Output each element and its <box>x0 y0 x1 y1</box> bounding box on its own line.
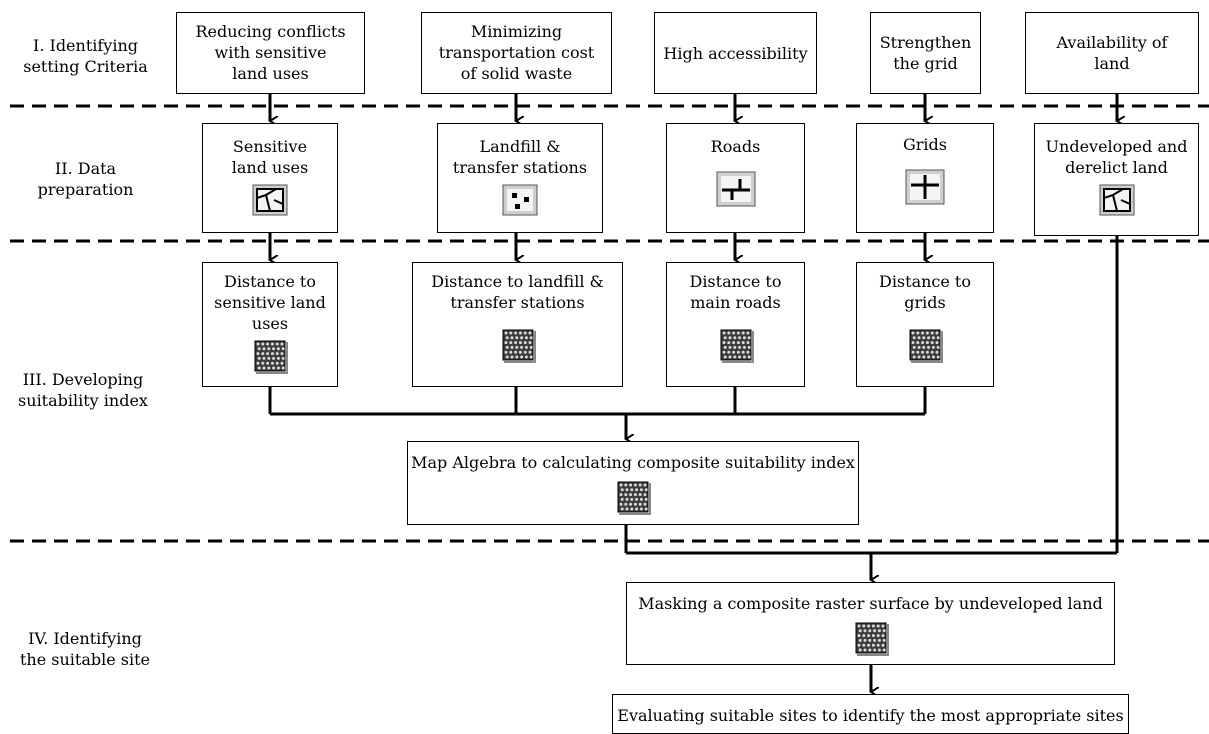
polygon-layer-icon <box>1099 184 1134 216</box>
criteria-label: Strengthen the grid <box>879 33 972 73</box>
stage-label-1: I. Identifying setting Criteria <box>23 36 148 76</box>
distance-box-sensitive: Distance to sensitive land uses <box>202 262 338 387</box>
masking-box: Masking a composite raster surface by un… <box>626 582 1115 665</box>
data-box-grids: Grids <box>856 123 994 233</box>
raster-icon <box>502 329 536 363</box>
distance-box-roads: Distance to main roads <box>666 262 805 387</box>
stage-label-4: IV. Identifying the suitable site <box>19 629 151 669</box>
criteria-box-transport: Minimizing transportation cost of solid … <box>421 12 612 94</box>
criteria-label: Minimizing transportation cost of solid … <box>438 22 595 83</box>
map-algebra-box: Map Algebra to calculating composite sui… <box>407 441 859 525</box>
distance-box-landfill: Distance to landfill & transfer stations <box>412 262 623 387</box>
map-algebra-label: Map Algebra to calculating composite sui… <box>411 453 855 472</box>
data-box-undeveloped: Undeveloped and derelict land <box>1034 123 1199 236</box>
stage-label-3: III. Developing suitability index <box>18 370 148 410</box>
data-label: Roads <box>710 137 761 156</box>
distance-label: Distance to grids <box>878 272 971 312</box>
criteria-label: Availability of land <box>1056 33 1168 73</box>
criteria-box-conflicts: Reducing conflicts with sensitive land u… <box>176 12 365 94</box>
data-label: Undeveloped and derelict land <box>1045 137 1188 177</box>
distance-label: Distance to sensitive land uses <box>214 272 326 333</box>
criteria-box-grid: Strengthen the grid <box>870 12 981 94</box>
stage-label-2: II. Data preparation <box>37 159 134 199</box>
line-layer-icon <box>716 171 755 207</box>
data-label: Landfill & transfer stations <box>452 137 588 177</box>
distance-label: Distance to main roads <box>689 272 782 312</box>
data-box-sensitive: Sensitive land uses <box>202 123 338 233</box>
raster-icon <box>254 340 288 374</box>
distance-box-grids: Distance to grids <box>856 262 994 387</box>
criteria-label: Reducing conflicts with sensitive land u… <box>195 22 346 83</box>
criteria-box-accessibility: High accessibility <box>654 12 817 94</box>
line-layer-icon <box>905 169 945 205</box>
raster-icon <box>720 329 754 363</box>
masking-label: Masking a composite raster surface by un… <box>638 594 1103 613</box>
data-box-roads: Roads <box>666 123 805 233</box>
criteria-label: High accessibility <box>663 43 808 63</box>
distance-label: Distance to landfill & transfer stations <box>431 272 604 312</box>
raster-icon <box>855 622 889 656</box>
evaluation-box: Evaluating suitable sites to identify th… <box>612 694 1129 734</box>
polygon-layer-icon <box>252 184 288 216</box>
data-label: Sensitive land uses <box>231 137 309 177</box>
data-box-landfill: Landfill & transfer stations <box>437 123 603 233</box>
evaluation-label: Evaluating suitable sites to identify th… <box>617 706 1124 725</box>
raster-icon <box>617 481 651 515</box>
data-label: Grids <box>903 135 947 154</box>
point-layer-icon <box>502 184 538 216</box>
criteria-box-land: Availability of land <box>1025 12 1199 94</box>
raster-icon <box>909 329 943 363</box>
